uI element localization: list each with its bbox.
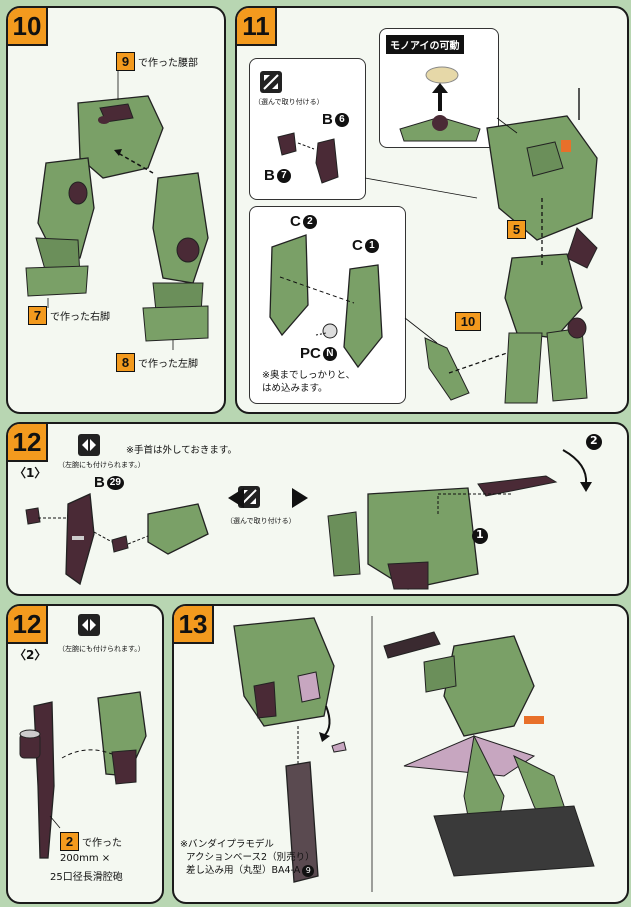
step-12-1-sub: 〈1〉 [14, 466, 47, 480]
step-10-illustration [25, 68, 209, 350]
arrow-marker-1: 1 [476, 528, 484, 541]
side-both-icon [78, 614, 100, 636]
step-12-1-illustration [25, 434, 602, 590]
step-13-number: 13 [174, 606, 214, 644]
step-10-number: 10 [8, 8, 48, 46]
instruction-note: ※奥までしっかりと、 はめ込みます。 [262, 370, 356, 394]
side-note: （左腕にも付けられます。） [58, 461, 145, 469]
callout-upper-body: 5 [507, 220, 526, 239]
side-note: （左腕にも付けられます。） [58, 645, 145, 653]
step-11-illustration [364, 88, 598, 404]
optional-note: （選んで取り付ける） [254, 98, 324, 106]
step-11-number: 11 [237, 8, 277, 46]
optional-icon [260, 71, 282, 93]
optional-choice-note: （選んで取り付ける） [226, 517, 296, 525]
step-12-2-number: 12 [8, 606, 48, 644]
rifle-spec-2: 25口径長滑腔砲 [50, 872, 123, 883]
arrow-marker-2: 2 [590, 434, 598, 447]
step-12-2-sub: 〈2〉 [14, 648, 47, 662]
step-13-panel: 13 ※バンダイプラモデル アクションベース2（別売り） 差し込み用（丸型）BA… [172, 604, 629, 904]
step-13-illustration [233, 616, 595, 892]
wrist-note: ※手首は外しておきます。 [126, 445, 237, 456]
side-both-icon [78, 434, 100, 456]
mono-eye-subpanel: モノアイの可動 [379, 28, 499, 148]
mono-eye-label: モノアイの可動 [386, 35, 464, 54]
stand-note: ※バンダイプラモデル アクションベース2（別売り） 差し込み用（丸型）BA4-A… [180, 839, 315, 877]
rifle-spec-1: 200mm × [60, 853, 111, 864]
step-12-2-illustration [19, 691, 147, 859]
callout-lower-body: 10 [455, 312, 481, 331]
step-12-1-number: 12 [8, 424, 48, 462]
